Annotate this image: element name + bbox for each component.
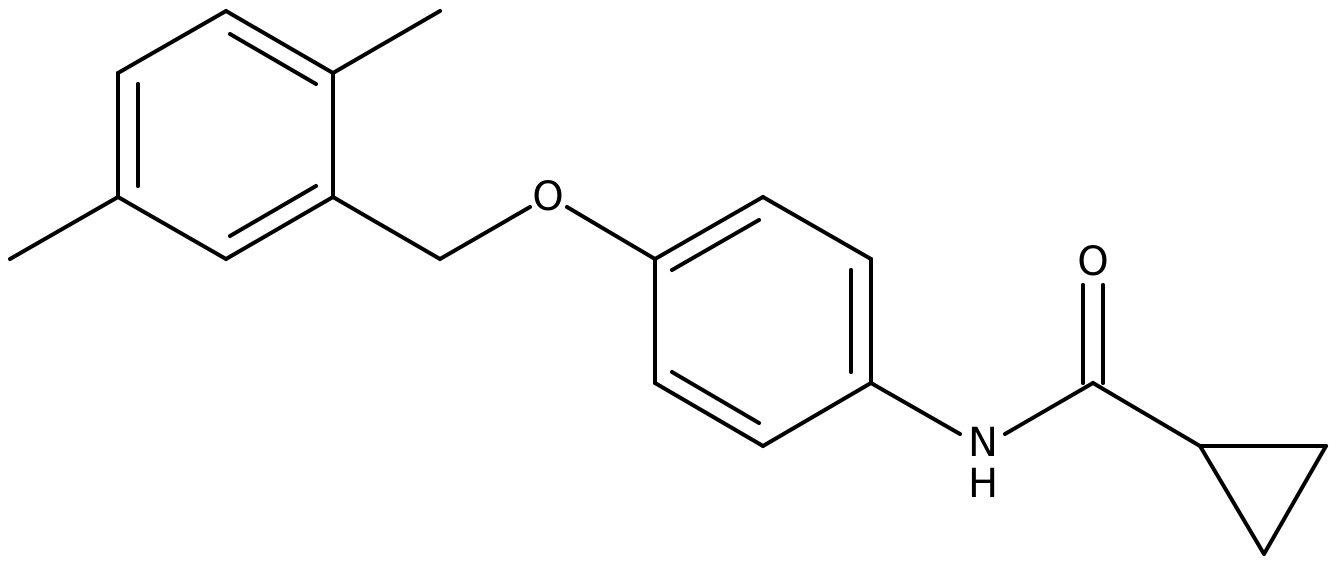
bond bbox=[116, 195, 228, 261]
bond bbox=[761, 195, 873, 261]
amide-hydrogen-label: H bbox=[968, 461, 998, 507]
bond bbox=[1262, 444, 1328, 556]
ch2-oxygen-bond bbox=[438, 205, 532, 261]
bond bbox=[1198, 444, 1266, 556]
ether-oxygen-label: O bbox=[532, 174, 563, 220]
bond-inner bbox=[228, 32, 318, 86]
bond bbox=[116, 9, 228, 75]
methyl-bond-left bbox=[8, 195, 120, 261]
bond bbox=[653, 381, 765, 448]
bond-inner bbox=[670, 218, 761, 272]
carbonyl-oxygen-label: O bbox=[1077, 239, 1108, 285]
oxygen-aryl-bond bbox=[565, 205, 657, 261]
cyclopropyl-ring bbox=[1198, 444, 1328, 556]
bond bbox=[224, 195, 335, 261]
benzyl-bond bbox=[331, 195, 442, 261]
aryl-nitrogen-bond bbox=[869, 381, 962, 436]
bond-inner bbox=[670, 370, 761, 425]
methyl-bond-top bbox=[331, 9, 442, 75]
bond bbox=[653, 195, 765, 261]
bond-inner bbox=[228, 184, 318, 238]
dimethylphenyl-ring bbox=[116, 9, 335, 261]
nitrogen-carbonyl-bond bbox=[1003, 381, 1095, 436]
amide-nitrogen-label: N bbox=[968, 420, 998, 466]
bond bbox=[224, 9, 335, 75]
phenylene-ring bbox=[653, 195, 873, 448]
bond bbox=[761, 381, 873, 448]
carbonyl-cyclopropyl-bond bbox=[1091, 381, 1202, 448]
